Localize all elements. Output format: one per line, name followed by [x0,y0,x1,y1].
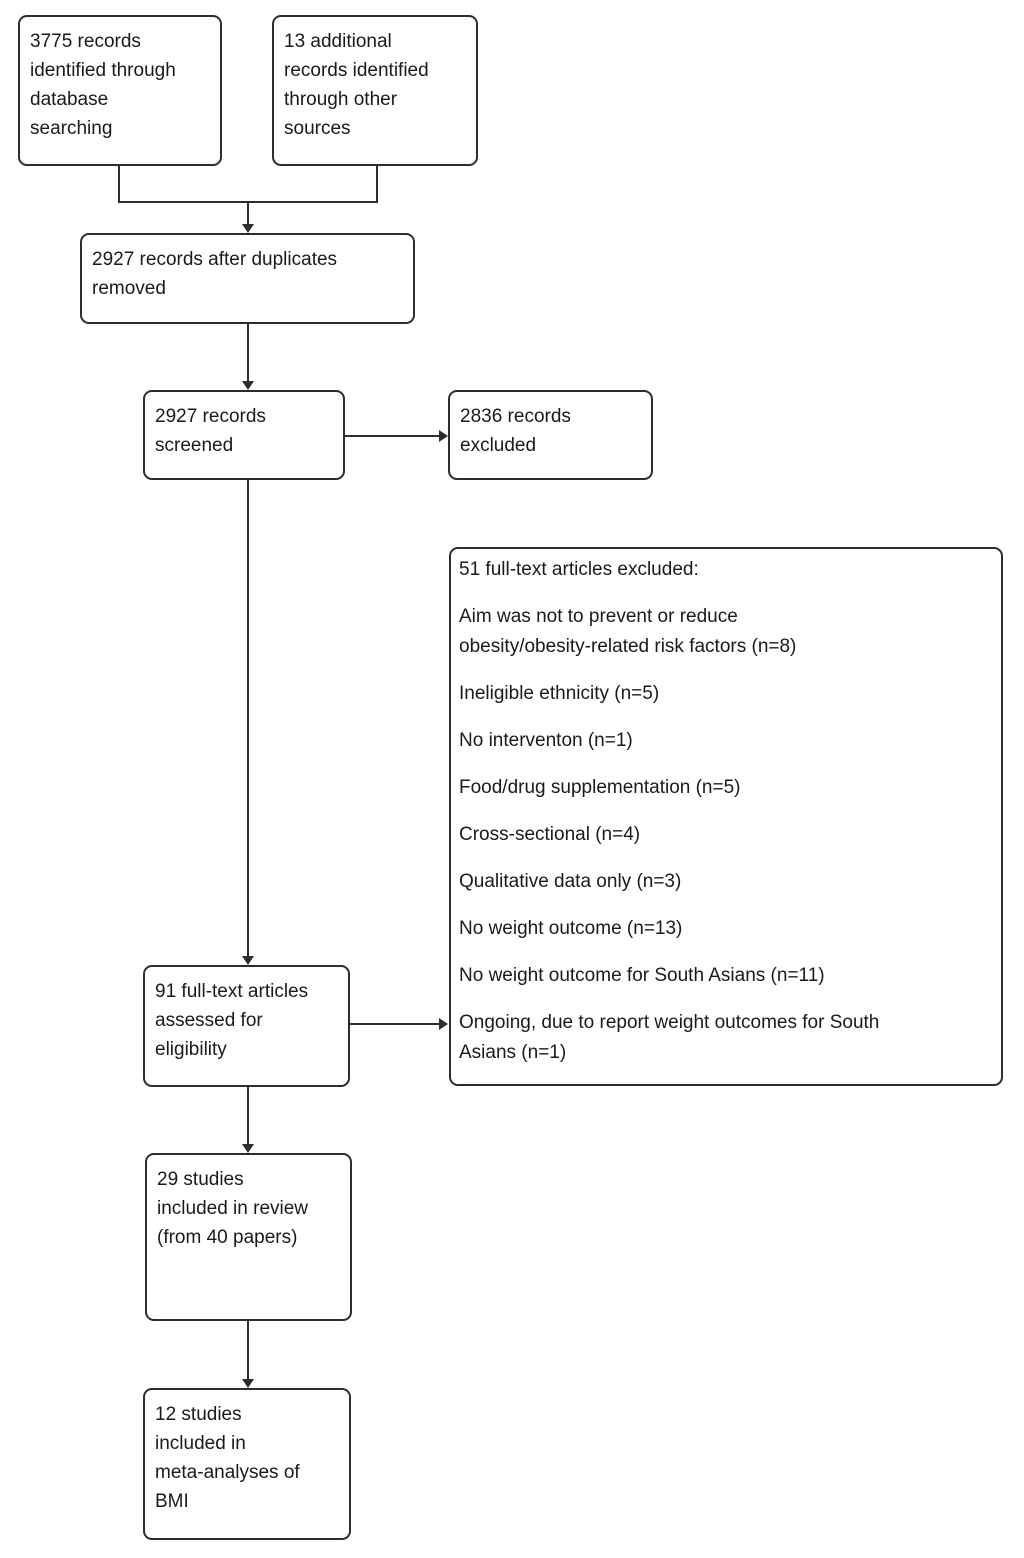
fulltext-excluded-title: 51 full-text articles excluded: [459,559,699,580]
exclusion-reason: Food/drug supplementation (n=5) [459,777,741,798]
exclusion-reason: No weight outcome (n=13) [459,918,683,939]
connector-review-to-meta-analyses [247,1321,249,1380]
arrowhead-to-after-duplicates [242,224,254,233]
connector-other-sources-stub [376,166,378,203]
exclusion-reason: No interventon (n=1) [459,730,633,751]
connector-assessed-to-fulltext-excluded [350,1023,440,1025]
exclusion-reason: Aim was not to prevent or reduce obesity… [459,606,797,657]
exclusion-reason: Ongoing, due to report weight outcomes f… [459,1012,880,1063]
fulltext-excluded-reason-list: Aim was not to prevent or reduce obesity… [459,602,991,1068]
exclusion-reason: Ineligible ethnicity (n=5) [459,683,660,704]
box-records-identified-other-sources: 13 additional records identified through… [272,15,478,166]
connector-merge-vertical [247,201,249,226]
exclusion-reason: Qualitative data only (n=3) [459,871,682,892]
arrowhead-to-screened [242,381,254,390]
box-fulltext-excluded-reasons: 51 full-text articles excluded: Aim was … [449,547,1003,1086]
arrowhead-to-records-excluded [439,430,448,442]
box-records-identified-database: 3775 records identified through database… [18,15,222,166]
arrowhead-to-included-review [242,1144,254,1153]
connector-assessed-to-included-review [247,1087,249,1145]
connector-screened-to-excluded [345,435,440,437]
exclusion-reason: No weight outcome for South Asians (n=11… [459,965,825,986]
box-records-excluded: 2836 records excluded [448,390,653,480]
exclusion-reason: Cross-sectional (n=4) [459,824,641,845]
box-records-screened: 2927 records screened [143,390,345,480]
box-fulltext-assessed: 91 full-text articles assessed for eligi… [143,965,350,1087]
box-records-after-duplicates: 2927 records after duplicates removed [80,233,415,324]
box-studies-included-meta-analyses: 12 studies included in meta-analyses of … [143,1388,351,1540]
box-studies-included-review: 29 studies included in review (from 40 p… [145,1153,352,1321]
arrowhead-to-fulltext-excluded [439,1018,448,1030]
arrowhead-to-meta-analyses [242,1379,254,1388]
connector-database-stub [118,166,120,203]
arrowhead-to-assessed [242,956,254,965]
connector-duplicates-to-screened [247,324,249,382]
connector-screened-to-assessed [247,480,249,957]
